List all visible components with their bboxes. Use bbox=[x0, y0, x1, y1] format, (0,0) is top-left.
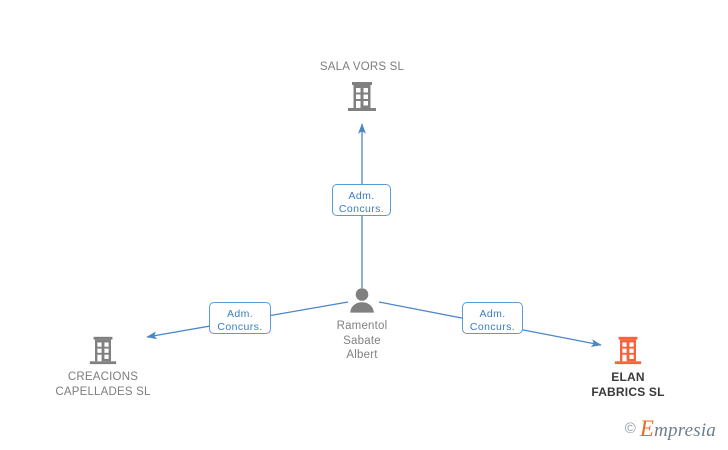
node-label-creacions-capellades: CREACIONS CAPELLADES SL bbox=[55, 371, 151, 398]
node-elan-fabrics[interactable]: ELAN FABRICS SL bbox=[548, 334, 708, 400]
building-icon bbox=[548, 334, 708, 366]
edge-label-right[interactable]: Adm. Concurs. bbox=[462, 302, 523, 334]
edge-label-left[interactable]: Adm. Concurs. bbox=[209, 302, 271, 334]
node-label-elan-fabrics: ELAN FABRICS SL bbox=[591, 370, 665, 399]
node-label-sala-vors: SALA VORS SL bbox=[319, 61, 405, 73]
edge-label-up[interactable]: Adm. Concurs. bbox=[332, 184, 391, 216]
node-sala-vors[interactable]: SALA VORS SL bbox=[282, 60, 442, 113]
node-label-ramentol: Ramentol Sabate Albert bbox=[336, 320, 388, 361]
brand-rest: mpresia bbox=[654, 420, 716, 441]
watermark: © Empresia bbox=[625, 417, 716, 440]
node-ramentol-sabate-albert[interactable]: Ramentol Sabate Albert bbox=[282, 286, 442, 363]
person-icon bbox=[282, 286, 442, 316]
brand-name: Empresia bbox=[640, 417, 716, 440]
brand-initial: E bbox=[639, 416, 655, 441]
building-icon bbox=[23, 334, 183, 366]
copyright-icon: © bbox=[624, 420, 636, 437]
node-creacions-capellades[interactable]: CREACIONS CAPELLADES SL bbox=[23, 334, 183, 399]
building-icon bbox=[282, 79, 442, 113]
